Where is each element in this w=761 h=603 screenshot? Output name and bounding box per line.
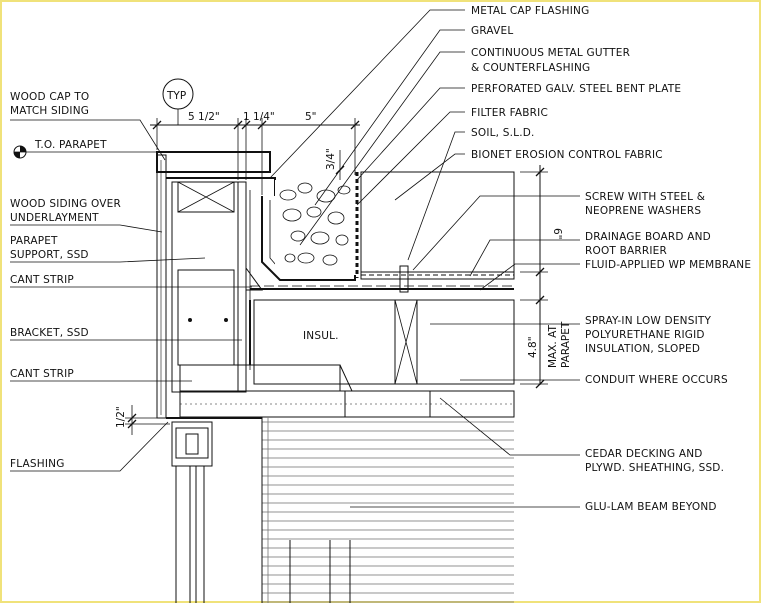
continuous-metal-gutter: [261, 196, 356, 281]
label-parapet-line2: SUPPORT, SSD: [10, 249, 89, 261]
label-drainage-line1: DRAINAGE BOARD AND: [585, 231, 711, 243]
window-frame: [166, 417, 262, 603]
label-bracket: BRACKET, SSD: [10, 327, 89, 339]
label-metal-cap-flashing: METAL CAP FLASHING: [471, 5, 589, 17]
label-bent-plate: PERFORATED GALV. STEEL BENT PLATE: [471, 83, 681, 95]
label-screw-line1: SCREW WITH STEEL &: [585, 191, 705, 203]
dim-5-5: 5 1/2": [188, 111, 220, 123]
label-cedar-line1: CEDAR DECKING AND: [585, 448, 703, 460]
label-gravel: GRAVEL: [471, 25, 513, 37]
drainage-board: [360, 271, 515, 280]
conduit: [394, 265, 418, 385]
label-bionet: BIONET EROSION CONTROL FABRIC: [471, 149, 663, 161]
glu-lam-beam: [261, 417, 514, 603]
label-parapet-line1: PARAPET: [10, 235, 58, 247]
label-drainage-line2: ROOT BARRIER: [585, 245, 667, 257]
dim-3-4: 3/4": [325, 148, 337, 170]
cant-strip-bottom: [179, 300, 353, 392]
label-to-parapet: T.O. PARAPET: [34, 139, 107, 151]
label-spray-line2: POLYURETHANE RIGID: [585, 329, 705, 341]
dim-5: 5": [305, 111, 317, 123]
dim-1-25: 1 1/4": [243, 111, 275, 123]
dim-max-line2: PARAPET: [560, 321, 572, 368]
dimension-right: [520, 165, 548, 389]
dim-half: 1/2": [115, 406, 127, 428]
label-siding-line2: UNDERLAYMENT: [10, 212, 99, 224]
label-spray-line1: SPRAY-IN LOW DENSITY: [585, 315, 711, 327]
label-glulam: GLU-LAM BEAM BEYOND: [585, 501, 717, 513]
label-conduit: CONDUIT WHERE OCCURS: [585, 374, 728, 386]
label-filter-fabric: FILTER FABRIC: [471, 107, 548, 119]
label-siding-line1: WOOD SIDING OVER: [10, 198, 121, 210]
dimension-top: [150, 118, 360, 195]
label-flashing: FLASHING: [10, 458, 65, 470]
label-wood-cap-line2: MATCH SIDING: [10, 105, 89, 117]
label-gutter-line1: CONTINUOUS METAL GUTTER: [471, 47, 630, 59]
label-cant-strip-top: CANT STRIP: [10, 274, 74, 286]
labels-right: METAL CAP FLASHING GRAVEL CONTINUOUS MET…: [471, 5, 751, 513]
leaders-left: [10, 119, 252, 472]
typ-bubble: [162, 78, 194, 125]
label-cedar-line2: PLYWD. SHEATHING, SSD.: [585, 462, 724, 474]
leaders-right: [269, 9, 580, 508]
dim-typ: TYP: [166, 90, 186, 102]
label-insul: INSUL.: [303, 330, 339, 342]
dim-4-8: 4.8": [527, 336, 539, 358]
label-wood-cap-line1: WOOD CAP TO: [10, 91, 89, 103]
gravel: [275, 180, 353, 273]
metal-cap-flashing: [166, 177, 276, 196]
label-membrane: FLUID-APPLIED WP MEMBRANE: [585, 259, 751, 271]
dimension-text: TYP 5 1/2" 1 1/4" 5" 3/4" 6" 4.8" MAX. A…: [115, 90, 572, 428]
dimension-3-4: [335, 150, 345, 180]
wood-siding: [156, 154, 167, 419]
dim-max-line1: MAX. AT: [547, 325, 559, 368]
dimension-half: [125, 405, 170, 435]
insulation: [253, 299, 515, 385]
soil: [360, 171, 515, 273]
cedar-decking: [179, 390, 515, 418]
label-gutter-line2: & COUNTERFLASHING: [471, 62, 590, 74]
label-spray-line3: INSULATION, SLOPED: [585, 343, 700, 355]
label-screw-line2: NEOPRENE WASHERS: [585, 205, 701, 217]
dim-6: 6": [551, 228, 563, 240]
labels-left: WOOD CAP TO MATCH SIDING T.O. PARAPET WO…: [10, 91, 121, 470]
to-parapet-symbol: [13, 145, 157, 159]
label-cant-strip-bottom: CANT STRIP: [10, 368, 74, 380]
wood-cap: [156, 151, 271, 173]
label-soil: SOIL, S.L.D.: [471, 127, 535, 139]
